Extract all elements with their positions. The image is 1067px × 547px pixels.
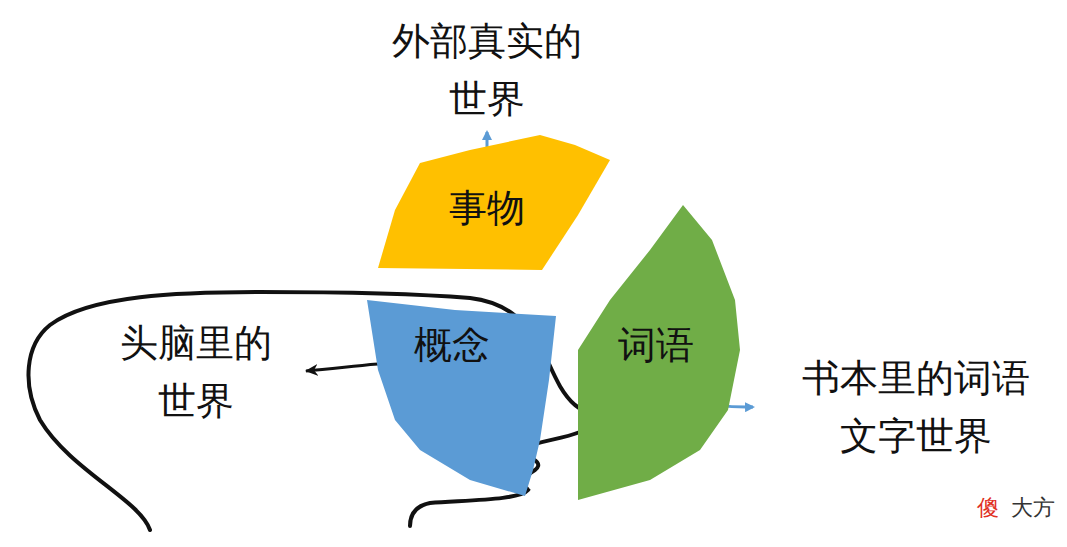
shape-text: 词语 <box>618 326 694 364</box>
world-label: 书本里的词语 文字世界 <box>791 349 1041 465</box>
world-label: 头脑里的 世界 <box>111 314 281 430</box>
shape-text: 事物 <box>449 189 525 227</box>
shape-text: 概念 <box>414 326 490 364</box>
head-silhouette <box>29 292 590 530</box>
concept-shape: 概念 <box>367 300 556 496</box>
shape-fill <box>378 135 610 270</box>
shape-fill <box>367 300 556 496</box>
watermark: 傻 <box>977 497 999 519</box>
world-label: 外部真实的 世界 <box>367 12 607 128</box>
concept-shape: 事物 <box>378 135 610 270</box>
shape-fill <box>578 205 740 500</box>
concept-shape: 词语 <box>578 205 740 500</box>
watermark: 大方 <box>1011 497 1055 519</box>
